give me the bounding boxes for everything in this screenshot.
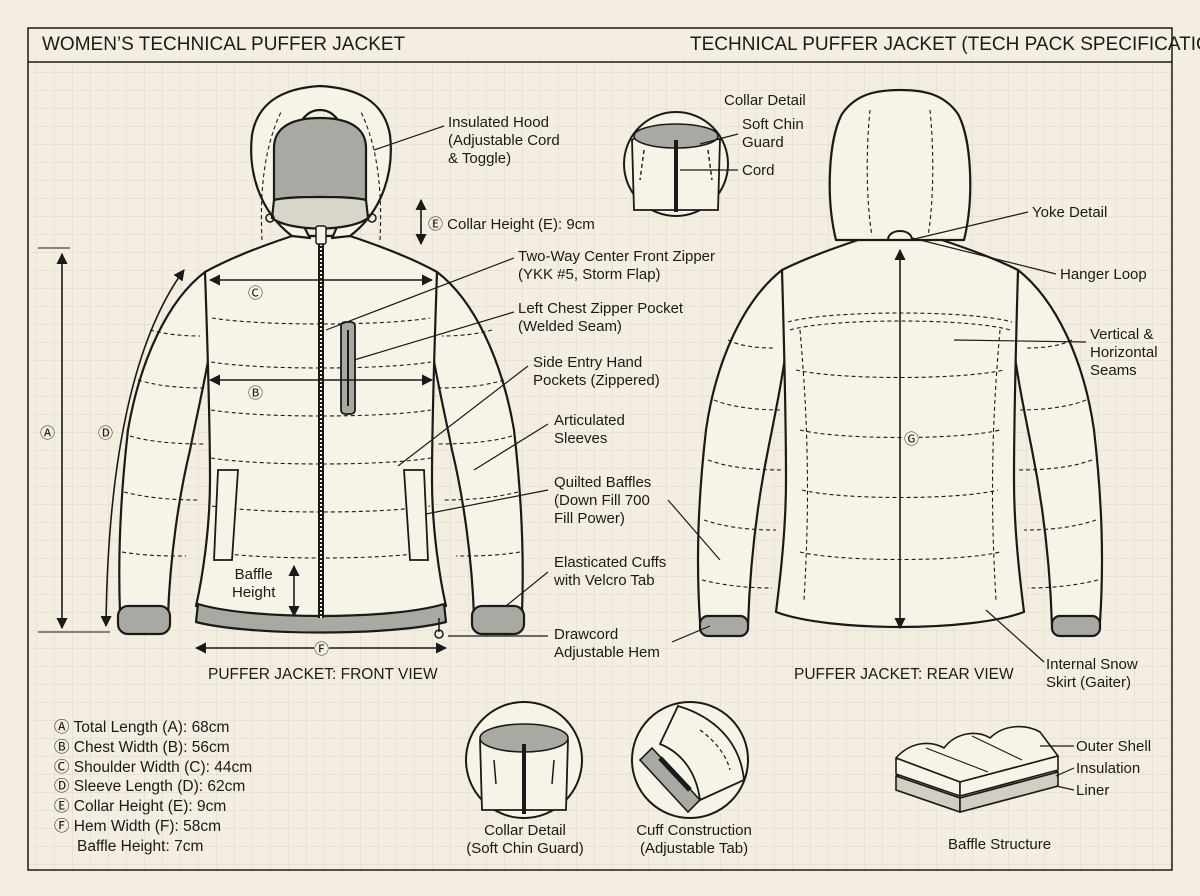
cuff-detail-bottom	[631, 701, 749, 819]
measurement-item: Ⓕ Hem Width (F): 58cm	[54, 817, 222, 835]
baffle-structure-drawing	[895, 725, 1075, 813]
marker-d: Ⓓ	[98, 424, 114, 442]
marker-f: Ⓕ	[314, 640, 330, 658]
marker-c: Ⓒ	[248, 284, 264, 302]
sheet-subtitle: TECHNICAL PUFFER JACKET (TECH PACK SPECI…	[690, 34, 1200, 55]
rear-leaders	[667, 211, 1087, 663]
sheet-title: WOMEN’S TECHNICAL PUFFER JACKET	[42, 34, 406, 55]
baffle-structure-caption: Baffle Structure	[948, 836, 1052, 853]
marker-a: Ⓐ	[40, 424, 56, 442]
cord-label: Cord	[742, 162, 775, 179]
measurement-item: Ⓔ Collar Height (E): 9cm	[54, 798, 227, 816]
hanger-callout: Hanger Loop	[1060, 266, 1147, 283]
collar-height-callout: Ⓔ Collar Height (E): 9cm	[428, 216, 595, 233]
zipper-callout: Two-Way Center Front Zipper(YKK #5, Stor…	[518, 248, 715, 283]
front-leaders	[325, 125, 549, 637]
liner-label: Liner	[1076, 782, 1110, 799]
measurement-item: Ⓓ Sleeve Length (D): 62cm	[54, 778, 246, 796]
collar-inset-title: Collar Detail	[724, 92, 806, 109]
measurement-item: Ⓐ Total Length (A): 68cm	[54, 719, 230, 736]
outer-shell-label: Outer Shell	[1076, 738, 1152, 755]
measurement-list: Ⓐ Total Length (A): 68cm Ⓑ Chest Width (…	[54, 718, 252, 857]
insulation-label: Insulation	[1076, 760, 1141, 777]
yoke-callout: Yoke Detail	[1032, 204, 1108, 221]
sheet-border	[27, 27, 1173, 871]
measurement-item: Ⓒ Shoulder Width (C): 44cm	[54, 758, 253, 776]
chest-pocket-callout: Left Chest Zipper Pocket(Welded Seam)	[518, 300, 684, 335]
measurement-item: Ⓑ Chest Width (B): 56cm	[54, 738, 230, 756]
collar-detail-bottom	[465, 701, 583, 819]
marker-b: Ⓑ	[248, 384, 264, 402]
front-zipper	[213, 213, 444, 639]
rear-view-caption: PUFFER JACKET: REAR VIEW	[794, 666, 1014, 683]
cuff-detail-caption: Cuff Construction(Adjustable Tab)	[636, 822, 752, 857]
marker-g: Ⓖ	[904, 430, 920, 448]
front-view-caption: PUFFER JACKET: FRONT VIEW	[208, 666, 438, 683]
measurement-item: Baffle Height: 7cm	[77, 837, 204, 855]
collar-detail-inset	[623, 111, 739, 217]
collar-detail-caption: Collar Detail(Soft Chin Guard)	[466, 822, 584, 857]
hood-callout: Insulated Hood(Adjustable Cord& Toggle)	[448, 114, 560, 167]
